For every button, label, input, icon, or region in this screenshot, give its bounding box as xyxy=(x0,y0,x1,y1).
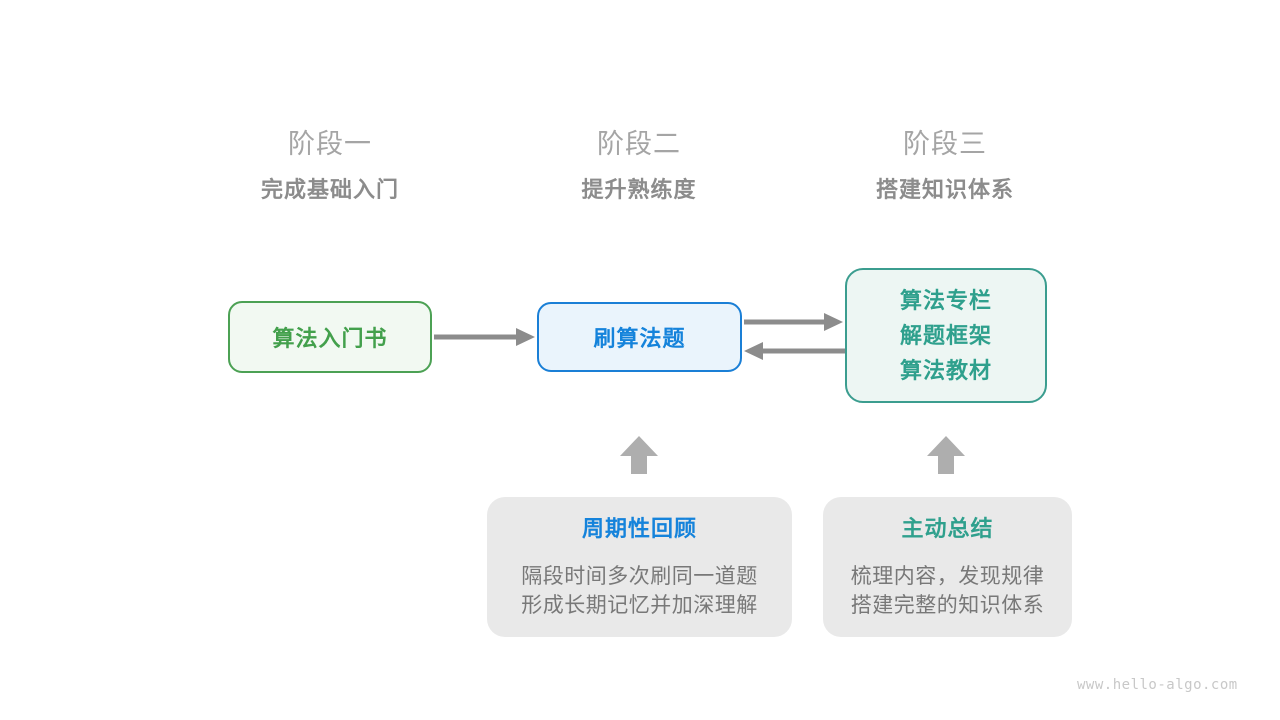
stage-2-label: 阶段二 xyxy=(597,129,681,159)
stage-3-subtitle: 搭建知识体系 xyxy=(875,177,1014,202)
callout-periodic-review-body: 隔段时间多次刷同一道题 形成长期记忆并加深理解 xyxy=(487,562,792,620)
arrowhead-right-icon xyxy=(516,328,535,346)
stage-header-1: 阶段一 完成基础入门 xyxy=(170,128,490,204)
arrow-resources-to-practice xyxy=(744,342,845,360)
callout-periodic-review-line-1: 隔段时间多次刷同一道题 xyxy=(521,565,758,588)
node-resources: 算法专栏 解题框架 算法教材 xyxy=(845,268,1047,403)
stage-2-subtitle: 提升熟练度 xyxy=(581,177,697,202)
stage-3-label: 阶段三 xyxy=(903,129,987,159)
arrowhead-right-icon xyxy=(824,313,843,331)
callout-active-summary-line-1: 梳理内容，发现规律 xyxy=(850,565,1045,588)
callout-periodic-review: 周期性回顾 隔段时间多次刷同一道题 形成长期记忆并加深理解 xyxy=(487,497,792,637)
callout-active-summary-title: 主动总结 xyxy=(901,516,994,541)
callout-active-summary-body: 梳理内容，发现规律 搭建完整的知识体系 xyxy=(823,562,1072,620)
arrow-practice-to-resources xyxy=(744,313,843,331)
stage-header-2: 阶段二 提升熟练度 xyxy=(479,128,799,204)
stage-header-3: 阶段三 搭建知识体系 xyxy=(785,128,1105,204)
callout-periodic-review-title: 周期性回顾 xyxy=(581,516,697,541)
node-resources-line-2: 解题框架 xyxy=(899,323,992,348)
callout-periodic-review-line-2: 形成长期记忆并加深理解 xyxy=(521,594,758,617)
node-resources-line-1: 算法专栏 xyxy=(899,288,992,313)
callout-active-summary-line-2: 搭建完整的知识体系 xyxy=(850,594,1045,617)
node-practice-label: 刷算法题 xyxy=(593,326,686,351)
arrow-intro-to-practice xyxy=(434,328,535,346)
node-intro-book: 算法入门书 xyxy=(228,301,432,373)
up-arrow-icon-left xyxy=(620,436,658,474)
stage-1-label: 阶段一 xyxy=(288,129,372,159)
node-resources-line-3: 算法教材 xyxy=(899,358,992,383)
stage-1-subtitle: 完成基础入门 xyxy=(260,177,399,202)
node-intro-book-label: 算法入门书 xyxy=(272,326,388,351)
callout-active-summary: 主动总结 梳理内容，发现规律 搭建完整的知识体系 xyxy=(823,497,1072,637)
arrowhead-left-icon xyxy=(744,342,763,360)
watermark: www.hello-algo.com xyxy=(1077,677,1238,693)
node-practice: 刷算法题 xyxy=(537,302,742,372)
up-arrow-icon-right xyxy=(927,436,965,474)
